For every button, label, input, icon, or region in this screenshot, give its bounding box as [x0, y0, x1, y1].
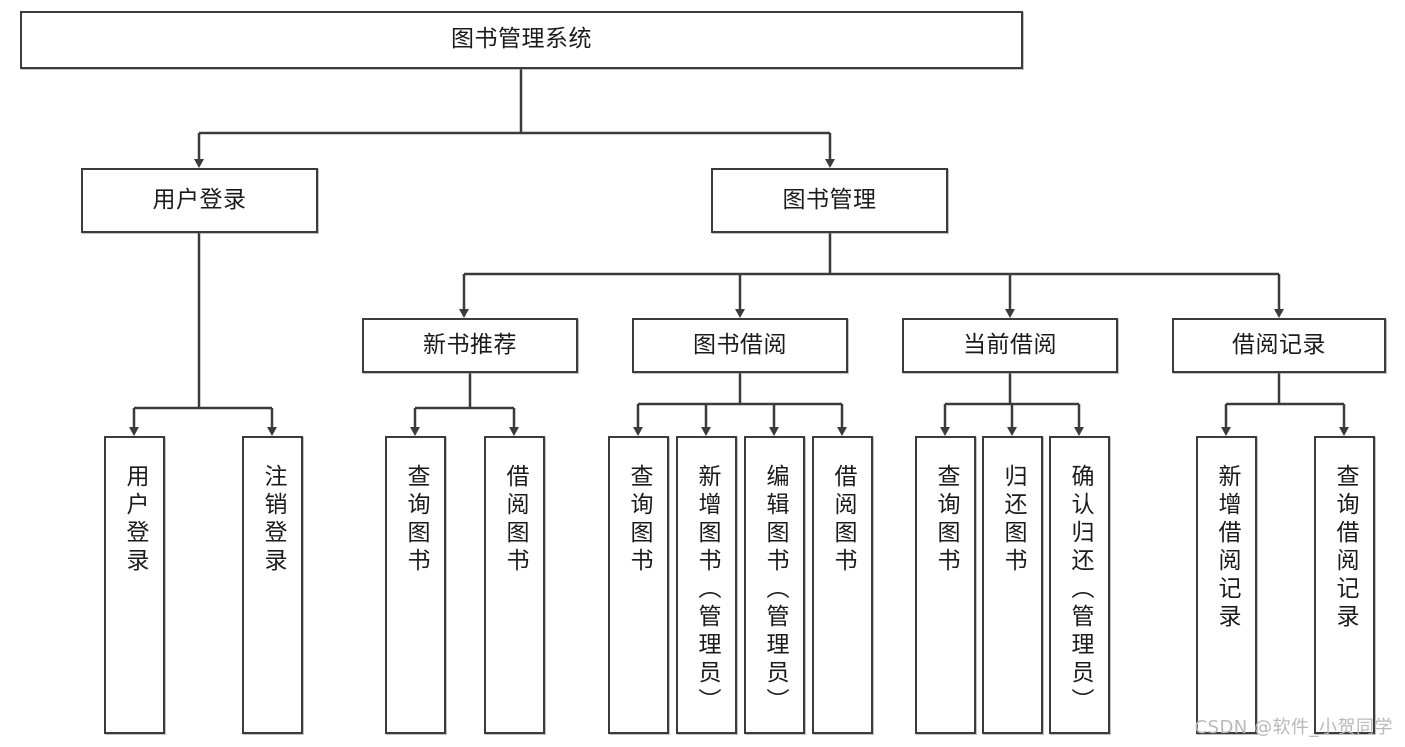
node-leaf-query-borrow-record-label: 查询借阅记录 [1332, 464, 1358, 632]
node-borrow-records[interactable]: 借阅记录 [1172, 318, 1386, 373]
node-root[interactable]: 图书管理系统 [20, 11, 1023, 69]
node-leaf-borrow-book-2-label: 借阅图书 [830, 464, 856, 576]
node-leaf-borrow-book-1[interactable]: 借阅图书 [484, 436, 545, 734]
node-book-borrow-label: 图书借阅 [693, 331, 787, 358]
node-leaf-borrow-book-1-label: 借阅图书 [502, 464, 528, 576]
node-leaf-return-book[interactable]: 归还图书 [982, 436, 1043, 734]
node-leaf-confirm-return-admin[interactable]: 确认归还（管理员） [1049, 436, 1110, 734]
node-leaf-borrow-book-2[interactable]: 借阅图书 [812, 436, 873, 734]
node-leaf-confirm-return-admin-label: 确认归还（管理员） [1067, 464, 1093, 716]
node-leaf-add-borrow-record-label: 新增借阅记录 [1214, 464, 1240, 632]
node-current-borrow[interactable]: 当前借阅 [902, 318, 1118, 373]
node-leaf-add-book-admin[interactable]: 新增图书（管理员） [676, 436, 737, 734]
node-current-borrow-label: 当前借阅 [963, 331, 1057, 358]
node-book-management[interactable]: 图书管理 [711, 168, 948, 233]
node-user-login-label: 用户登录 [152, 186, 247, 213]
watermark: CSDN @软件_小贺同学 [1194, 717, 1393, 738]
node-leaf-query-book-3-label: 查询图书 [933, 464, 959, 576]
node-user-login[interactable]: 用户登录 [81, 168, 318, 233]
node-book-management-label: 图书管理 [782, 186, 877, 213]
node-leaf-logout-label: 注销登录 [260, 464, 286, 576]
node-leaf-query-book-2-label: 查询图书 [626, 464, 652, 576]
node-leaf-add-book-admin-label: 新增图书（管理员） [694, 464, 720, 716]
node-leaf-query-book-1-label: 查询图书 [403, 464, 429, 576]
node-book-borrow[interactable]: 图书借阅 [632, 318, 848, 373]
node-leaf-query-book-3[interactable]: 查询图书 [915, 436, 976, 734]
node-leaf-add-borrow-record[interactable]: 新增借阅记录 [1196, 436, 1257, 734]
node-leaf-logout[interactable]: 注销登录 [242, 436, 303, 734]
node-leaf-query-borrow-record[interactable]: 查询借阅记录 [1314, 436, 1375, 734]
node-leaf-query-book-2[interactable]: 查询图书 [608, 436, 669, 734]
node-new-book-recommend-label: 新书推荐 [423, 331, 517, 358]
node-leaf-user-login-label: 用户登录 [122, 464, 148, 576]
node-new-book-recommend[interactable]: 新书推荐 [362, 318, 578, 373]
node-leaf-edit-book-admin-label: 编辑图书（管理员） [762, 464, 788, 716]
node-borrow-records-label: 借阅记录 [1232, 331, 1326, 358]
node-leaf-return-book-label: 归还图书 [1000, 464, 1026, 576]
node-leaf-user-login[interactable]: 用户登录 [104, 436, 165, 734]
node-leaf-query-book-1[interactable]: 查询图书 [385, 436, 446, 734]
node-root-label: 图书管理系统 [451, 26, 592, 53]
node-leaf-edit-book-admin[interactable]: 编辑图书（管理员） [744, 436, 805, 734]
